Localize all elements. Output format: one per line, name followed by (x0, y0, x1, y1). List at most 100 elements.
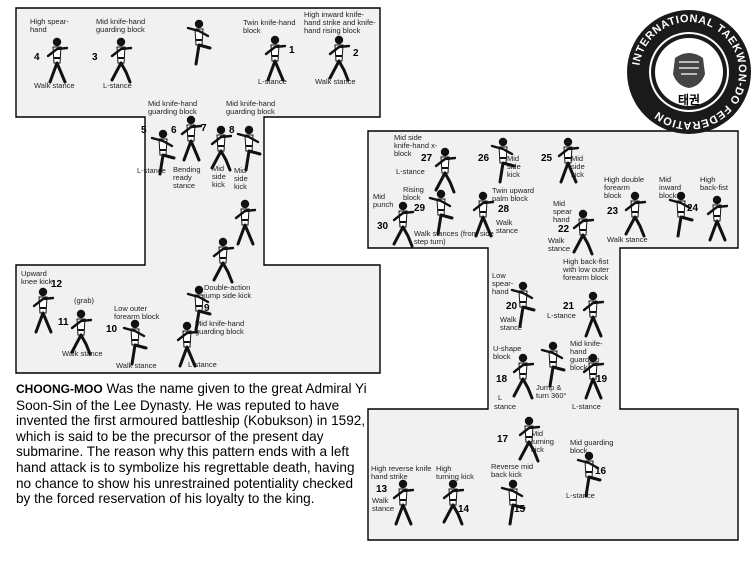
practitioner-figure (510, 280, 536, 328)
move-10b-stance: L-stance (188, 360, 217, 369)
practitioner-figure (68, 308, 94, 356)
move-21-number: 21 (563, 301, 575, 312)
practitioner-figure (580, 290, 606, 338)
move-26-number: 26 (478, 153, 490, 164)
practitioner-figure (108, 36, 134, 84)
practitioner-figure (428, 188, 454, 236)
practitioner-figure (122, 318, 148, 366)
move-18-number: 18 (496, 374, 508, 385)
practitioner-figure (178, 114, 204, 162)
move-9-label: Double-action jump side kick (204, 283, 252, 300)
move-25-label: Mid side kick (571, 154, 585, 179)
practitioner-figure (580, 352, 606, 400)
move-29-stance: Walk stances (from side step turn) (414, 229, 494, 246)
move-22-label: Mid spear hand (553, 199, 572, 224)
practitioner-figure (490, 136, 516, 184)
move-2-number: 2 (353, 48, 359, 59)
move-23-number: 23 (607, 206, 619, 217)
move-11-stance: Walk stance (62, 349, 103, 358)
move-29-number: 29 (414, 203, 426, 214)
move-12-label: Upward knee kick (21, 269, 53, 286)
move-2-label: High inward knife-hand strike and knife-… (304, 10, 376, 35)
practitioner-figure (510, 352, 536, 400)
move-19-number: 19 (596, 374, 608, 385)
practitioner-figure (208, 124, 234, 172)
move-24-label: Mid inward block (659, 175, 682, 200)
move-12-number: 12 (51, 279, 63, 290)
move-30-label: Mid punch (373, 192, 394, 209)
move-9-number: 9 (204, 303, 210, 314)
move-2-stance: Walk stance (315, 77, 356, 86)
move-15-label: Reverse mid back kick (491, 462, 534, 479)
move-28-stance: Walk stance (496, 218, 519, 235)
practitioner-figure (622, 190, 648, 238)
move-1-number: 1 (289, 45, 295, 56)
practitioner-figure (186, 284, 212, 332)
practitioner-figure (30, 286, 56, 334)
move-27-number: 27 (421, 153, 433, 164)
move-18-stance-l: L (498, 393, 503, 402)
move-24-number: 24 (687, 203, 699, 214)
practitioner-figure (440, 478, 466, 526)
move-6-label: Bending ready stance (173, 165, 201, 190)
practitioner-figure (470, 190, 496, 238)
move-20-label: Low spear-hand (492, 271, 514, 296)
practitioner-figure (262, 34, 288, 82)
move-27-label: Mid side knife-hand x-block (394, 133, 438, 158)
practitioner-figure (232, 198, 258, 246)
move-15-number: 15 (514, 504, 526, 515)
move-28-label: Twin upward palm block (492, 186, 535, 203)
move-6-label-top: Mid knife-hand guarding block (148, 99, 198, 116)
move-4-number: 4 (34, 52, 40, 63)
pattern-history: Was the name given to the great Admiral … (16, 381, 367, 507)
move-14-label: High turning kick (436, 464, 474, 481)
practitioner-figure (540, 340, 566, 388)
move-22-stance: Walk stance (548, 236, 571, 253)
move-29-label: Rising block (403, 185, 424, 202)
move-14-number: 14 (458, 504, 470, 515)
move-10-number: 10 (106, 324, 118, 335)
move-20-number: 20 (506, 301, 518, 312)
move-5-stance: L-stance (137, 166, 166, 175)
move-19-stance: L-stance (572, 402, 601, 411)
practitioner-figure (236, 124, 262, 172)
move-16-number: 16 (595, 466, 607, 477)
move-4-label: High spear-hand (30, 17, 69, 34)
practitioner-figure (326, 34, 352, 82)
move-18-stance: stance (494, 402, 517, 411)
practitioner-figure (570, 208, 596, 256)
practitioner-figure (150, 128, 176, 176)
move-8-label: Mid knife-hand guarding block (226, 99, 276, 116)
move-10-label: Low outer forearm block (114, 304, 160, 321)
move-22-number: 22 (558, 224, 570, 235)
move-11-number: 11 (58, 317, 69, 328)
practitioner-figure (390, 478, 416, 526)
move-13-number: 13 (376, 484, 388, 495)
move-6-number: 6 (171, 125, 177, 136)
move-5-number: 5 (141, 125, 147, 136)
move-3-label: Mid knife-hand guarding block (96, 17, 146, 34)
move-13-label: High reverse knife hand strike (371, 464, 432, 481)
move-27-stance: L-stance (396, 167, 425, 176)
move-7-label: Mid side kick (212, 164, 226, 189)
itf-logo: INTERNATIONAL TAEKWON-DO FEDERATION 태권 (625, 8, 753, 136)
move-1-stance: L-stance (258, 77, 287, 86)
practitioner-figure (704, 194, 730, 242)
practitioner-figure (210, 236, 236, 284)
practitioner-figure (186, 18, 212, 66)
move-4-stance: Walk stance (34, 81, 75, 90)
pattern-name: CHOONG-MOO (16, 382, 103, 396)
move-17-number: 17 (497, 434, 509, 445)
practitioner-figure (44, 36, 70, 84)
practitioner-figure (516, 415, 542, 463)
move-13-stance: Walk stance (372, 496, 395, 513)
jump-turn-label: Jump & turn 360° (536, 383, 567, 400)
move-21-stance: L-stance (547, 311, 576, 320)
move-20-stance: Walk stance (500, 315, 523, 332)
pattern-description: CHOONG-MOO Was the name given to the gre… (16, 381, 370, 507)
move-17-label: Mid turning kick (531, 429, 554, 454)
logo-hangul: 태권 (678, 92, 700, 107)
move-24b-label: High back-fist (700, 175, 728, 192)
